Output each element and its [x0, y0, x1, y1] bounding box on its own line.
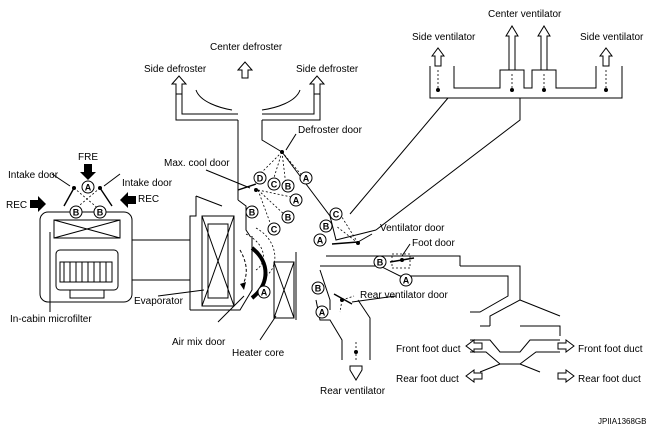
rear-ventilator-arrow: [349, 342, 363, 381]
svg-text:D: D: [257, 174, 264, 184]
svg-text:A: A: [85, 183, 92, 193]
side-defroster-left-arrow: [170, 75, 188, 95]
heater-core: [273, 261, 295, 319]
defroster-duct: [175, 89, 321, 200]
front-foot-duct-right-arrow: [557, 339, 575, 353]
position-marker-maxcool-b: B: [245, 205, 259, 219]
position-marker-maxcool-d: D: [253, 171, 267, 185]
position-marker-defrost-a1: A: [299, 171, 313, 185]
svg-text:B: B: [73, 208, 80, 218]
label-side-ventilator-right: Side ventilator: [580, 32, 644, 43]
label-front-foot-duct-left: Front foot duct: [396, 344, 461, 355]
label-rear-ventilator-door: Rear ventilator door: [360, 290, 448, 301]
svg-text:C: C: [271, 180, 278, 190]
label-center-defroster: Center defroster: [210, 42, 283, 53]
position-marker-defrost-c: C: [267, 177, 281, 191]
figure-code: JPIIA1368GB: [598, 417, 646, 426]
rear-foot-duct-left-arrow: [465, 369, 483, 383]
label-defroster-door: Defroster door: [298, 125, 363, 136]
position-marker-fre-a: A: [81, 180, 95, 194]
svg-text:B: B: [315, 284, 322, 294]
center-ventilator-arrow-right: [537, 25, 551, 71]
label-in-cabin-microfilter: In-cabin microfilter: [10, 314, 92, 325]
position-marker-defrost-b1: B: [281, 179, 295, 193]
position-marker-defrost-b2: B: [281, 210, 295, 224]
label-intake-door-right: Intake door: [122, 178, 173, 189]
position-marker-defrost-a2: A: [289, 193, 303, 207]
label-center-ventilator: Center ventilator: [488, 9, 562, 20]
label-evaporator: Evaporator: [134, 296, 184, 307]
side-ventilator-left-arrow: [431, 47, 445, 67]
evaporator: [201, 215, 235, 307]
label-rec-left: REC: [6, 200, 27, 211]
foot-door-lines: [389, 253, 415, 269]
label-rear-foot-duct-left: Rear foot duct: [396, 374, 459, 385]
position-marker-rearvent-a: A: [315, 305, 329, 319]
svg-text:A: A: [319, 308, 326, 318]
side-ventilator-right-arrow: [599, 47, 613, 67]
leader-lines: [49, 133, 411, 341]
position-marker-maxcool-c: C: [267, 222, 281, 236]
intake-unit: [39, 186, 190, 303]
position-marker-vent-b: B: [319, 219, 333, 233]
label-rear-foot-duct-right: Rear foot duct: [578, 374, 641, 385]
center-defroster-arrow: [236, 61, 254, 79]
rear-ventilator-door-lines: [333, 293, 355, 313]
label-side-defroster-left: Side defroster: [144, 64, 207, 75]
svg-text:C: C: [333, 210, 340, 220]
svg-text:B: B: [285, 213, 292, 223]
svg-text:B: B: [377, 258, 384, 268]
position-marker-intake-b-right: B: [93, 205, 107, 219]
svg-text:A: A: [403, 276, 410, 286]
position-marker-intake-b-left: B: [69, 205, 83, 219]
position-marker-rearvent-b: B: [311, 281, 325, 295]
ventilator-duct: [349, 66, 623, 231]
svg-text:B: B: [323, 222, 330, 232]
svg-text:A: A: [317, 236, 324, 246]
label-max-cool-door: Max. cool door: [164, 158, 230, 169]
hvac-case: [189, 151, 461, 360]
center-ventilator-arrow-left: [505, 25, 519, 71]
label-foot-door: Foot door: [412, 238, 455, 249]
position-marker-foot-b: B: [373, 255, 387, 269]
label-side-ventilator-left: Side ventilator: [412, 32, 476, 43]
svg-text:C: C: [271, 225, 278, 235]
foot-duct: [460, 265, 561, 373]
label-rear-ventilator: Rear ventilator: [320, 386, 386, 397]
rear-foot-duct-right-arrow: [557, 369, 575, 383]
rec-arrow-left: [30, 196, 46, 212]
svg-text:B: B: [249, 208, 256, 218]
label-fre: FRE: [78, 152, 98, 163]
ventilator-door-lines: [331, 213, 360, 245]
front-foot-duct-left-arrow: [465, 339, 483, 353]
label-air-mix-door: Air mix door: [172, 337, 226, 348]
label-heater-core: Heater core: [232, 348, 285, 359]
label-ventilator-door: Ventilator door: [380, 223, 445, 234]
position-marker-foot-a: A: [399, 273, 413, 287]
svg-text:B: B: [97, 208, 104, 218]
label-intake-door-left: Intake door: [8, 170, 59, 181]
position-marker-vent-a: A: [313, 233, 327, 247]
svg-text:B: B: [285, 182, 292, 192]
label-side-defroster-right: Side defroster: [296, 64, 359, 75]
position-marker-vent-c: C: [329, 207, 343, 221]
side-defroster-right-arrow: [308, 75, 326, 95]
air-mix-door: [239, 227, 276, 300]
svg-text:A: A: [293, 196, 300, 206]
position-marker-airmix-a: A: [257, 285, 271, 299]
svg-text:A: A: [303, 174, 310, 184]
label-rec-right: REC: [138, 194, 159, 205]
fre-arrow: [80, 164, 96, 180]
label-front-foot-duct-right: Front foot duct: [578, 344, 643, 355]
rec-arrow-right: [120, 192, 136, 208]
svg-text:A: A: [261, 288, 268, 298]
